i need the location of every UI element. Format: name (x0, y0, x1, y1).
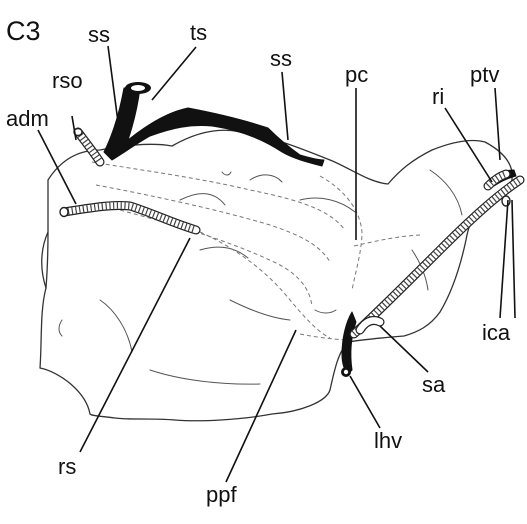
label-ica: ica (482, 320, 511, 345)
label-pc: pc (345, 62, 368, 87)
label-ss-right: ss (270, 46, 292, 71)
label-ts: ts (190, 20, 207, 45)
leader-lines (38, 46, 515, 482)
panel-label: C3 (6, 16, 41, 46)
label-ri: ri (432, 84, 444, 109)
label-lhv: lhv (374, 428, 402, 453)
label-sa: sa (422, 372, 446, 397)
label-ptv: ptv (470, 62, 499, 87)
sinus-lhv (342, 312, 356, 374)
label-adm: adm (6, 106, 49, 131)
label-ss-left: ss (88, 22, 110, 47)
label-rs: rs (58, 454, 76, 479)
lhv-vessel-lumen (344, 370, 348, 374)
sinus-upper (104, 88, 324, 166)
label-rso: rso (52, 68, 83, 93)
adm-vessel-opening (60, 208, 68, 217)
ts-vessel-lumen (131, 85, 145, 91)
label-ppf: ppf (206, 482, 237, 507)
arteries (64, 132, 520, 334)
ica-vessel-opening (502, 196, 510, 206)
